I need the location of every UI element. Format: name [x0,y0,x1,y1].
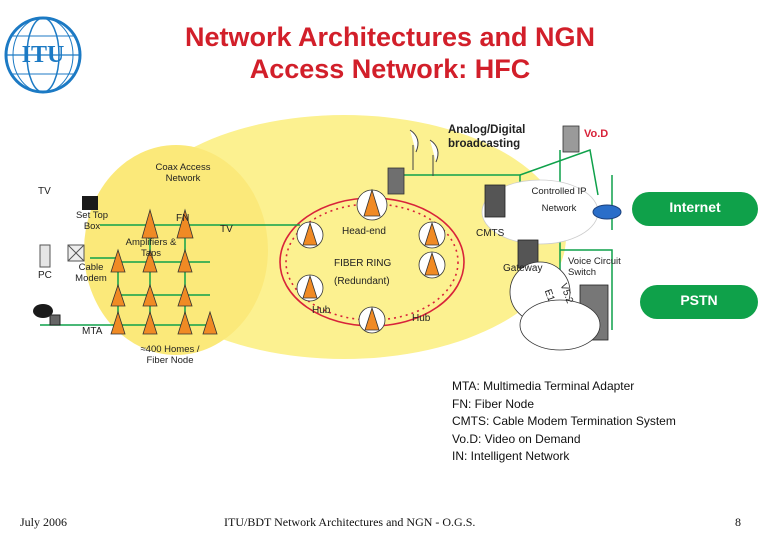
cable-modem-label: Cable Modem [75,262,107,284]
vod-server [562,125,580,153]
amplifiers-label: Amplifiers & Taps [125,237,177,259]
mta-label: MTA [82,326,103,337]
voice-circuit-label: Voice Circuit Switch [568,256,621,278]
pc-label: PC [38,270,52,281]
coax-area [84,145,268,355]
internet-pill [632,192,758,226]
footer-center: ITU/BDT Network Architectures and NGN - … [224,515,476,529]
page-number: 8 [735,515,741,529]
head-end-label: Head-end [342,226,386,237]
pstn-label: PSTN [680,292,718,308]
legend-item: CMTS: Cable Modem Termination System [452,414,676,428]
legend-item: IN: Intelligent Network [452,449,570,463]
gateway-label: Gateway [503,263,543,274]
slide-title-line2: Access Network: HFC [249,54,531,84]
tv-label-left: TV [38,186,51,197]
switch-cloud [519,299,601,351]
legend-item: FN: Fiber Node [452,396,535,411]
legend-item: MTA: Multimedia Terminal Adapter [452,379,635,393]
footer-date: July 2006 [20,515,68,529]
legend-item: Vo.D: Video on Demand [452,431,581,446]
vod-label: Vo.D [584,128,609,140]
set-top-box-label: Set Top Box [75,210,109,232]
ring-hubs [296,188,446,334]
head-end-server [387,167,405,195]
satellite-dishes [409,129,439,176]
router-icon [592,204,622,220]
coax-area-label: Coax Access Network [155,162,211,184]
homes-label: ≈400 Homes / Fiber Node [140,344,200,366]
amplifier-nodes [110,208,218,335]
hub-right-label: Hub [412,313,431,324]
fiber-ring-label: FIBER RING [334,258,392,269]
cmts-label: CMTS [476,228,505,239]
pstn-pill [640,285,758,319]
analog-digital-label: Analog/Digital broadcasting [448,124,526,150]
hub-left-label: Hub [312,305,331,316]
legend: MTA: Multimedia Terminal Adapter FN: Fib… [452,378,676,466]
cpe-icons [33,196,98,326]
internet-label: Internet [669,199,721,215]
cmts-box [484,184,506,218]
itu-logo-text: ITU [21,42,65,68]
redundant-label: (Redundant) [334,276,390,287]
itu-logo [4,16,82,94]
tv-label-mid: TV [220,224,233,235]
controlled-ip-label: Controlled IP Network [531,186,587,214]
fn-label: FN [176,213,190,224]
slide-title-line1: Network Architectures and NGN [184,22,596,52]
